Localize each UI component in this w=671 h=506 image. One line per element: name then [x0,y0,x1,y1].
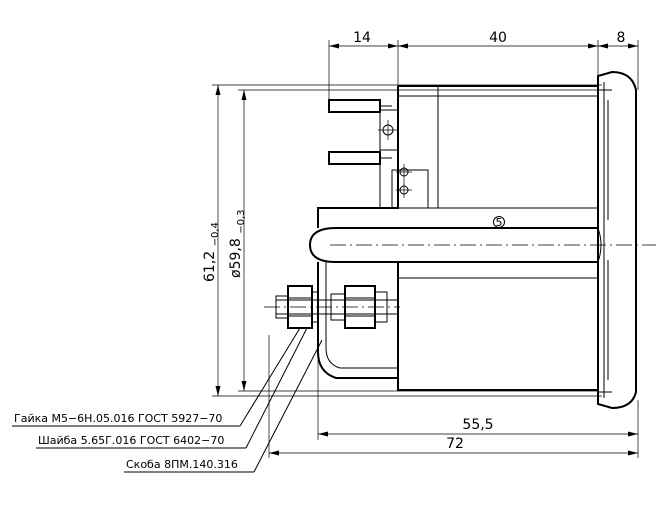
bottom-extension-lines [268,335,639,458]
callout-5: 5 [493,216,505,229]
diameter-tolerance: −0,3 [236,210,247,234]
diameter-label: ø59,8 [228,238,244,278]
dimension-label-8: 8 [617,30,626,46]
bracket-leg [317,262,399,379]
front-bezel [597,70,637,410]
center-lines [264,244,656,308]
callout-5-label: 5 [496,216,503,229]
dimension-label-72: 72 [446,436,464,452]
dimension-label-55-5: 55,5 [462,417,493,433]
dimension-line-55-5: 55,5 [318,417,638,437]
dimension-line-diameter: ø59,8 −0,3 [228,90,247,391]
dimension-line-14: 14 [329,30,398,49]
dimension-line-height: 61,2 −0,4 [202,85,221,396]
dimension-line-40: 40 [398,30,598,49]
spade-terminals [328,99,392,165]
svg-text:61,2 −0,4: 61,2 −0,4 [202,222,221,282]
dimension-label-14: 14 [353,30,371,46]
label-washer: Шайба 5.65Г.016 ГОСТ 6402−70 [38,434,224,447]
top-extension-lines [328,40,639,110]
dimension-label-40: 40 [489,30,507,46]
svg-text:ø59,8 −0,3: ø59,8 −0,3 [228,210,247,279]
extension-lines-left [212,84,602,397]
dimension-line-72: 72 [269,436,638,456]
label-bracket: Скоба 8ПМ.140.316 [126,458,238,471]
height-tolerance: −0,4 [210,222,221,246]
height-label: 61,2 [202,251,218,282]
terminal-block [378,85,439,209]
leader-lines [12,327,323,473]
instrument-body [317,85,599,391]
label-nut: Гайка М5−6Н.05.016 ГОСТ 5927−70 [14,412,222,425]
dimension-line-8: 8 [598,30,638,49]
